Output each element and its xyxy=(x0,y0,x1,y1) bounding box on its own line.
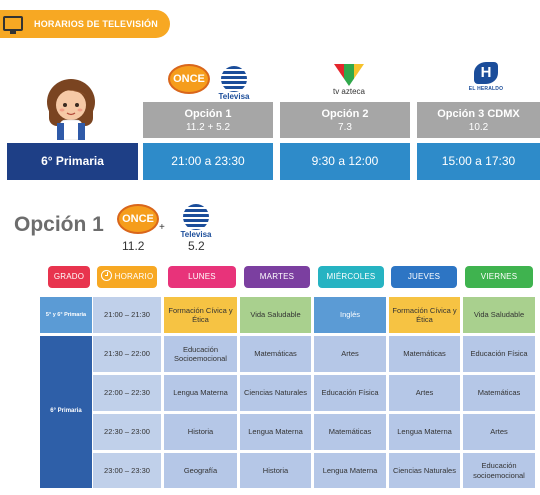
subject-cell: Lengua Materna xyxy=(314,453,386,488)
el-heraldo-wordmark: EL HERALDO xyxy=(468,86,504,92)
televisa-logo: Televisa xyxy=(214,66,254,101)
subject-cell: Lengua Materna xyxy=(389,414,460,450)
option-channels: 10.2 xyxy=(468,122,489,133)
header-horario-label: HORARIO xyxy=(114,272,154,281)
grade-cell-6: 6° Primaria xyxy=(40,336,92,488)
time-cell: 23:00 – 23:30 xyxy=(93,453,161,488)
header-viernes: VIERNES xyxy=(465,266,533,288)
option-3-time: 15:00 a 17:30 xyxy=(417,143,540,180)
subject-cell: Artes xyxy=(389,375,460,411)
el-heraldo-logo: H EL HERALDO xyxy=(466,62,506,92)
option-title: Opción 3 CDMX xyxy=(437,108,520,120)
once-logo: ONCE xyxy=(168,64,210,94)
subject-cell: Ciencias Naturales xyxy=(389,453,460,488)
subject-cell: Formación Cívica y Ética xyxy=(389,297,460,333)
subject-cell: Educación Socioemocional xyxy=(164,336,237,372)
grade-cell-5-6: 5° y 6° Primaria xyxy=(40,297,92,333)
header-lunes: LUNES xyxy=(168,266,236,288)
subject-cell: Matemáticas xyxy=(240,336,311,372)
subject-cell: Matemáticas xyxy=(314,414,386,450)
subject-cell: Educación socioemocional xyxy=(463,453,535,488)
section-header-pill xyxy=(0,10,170,38)
subject-cell: Inglés xyxy=(314,297,386,333)
header-horario: HORARIO xyxy=(97,266,157,288)
section-title: Opción 1 xyxy=(14,213,104,236)
tv-azteca-mark-icon xyxy=(334,64,364,86)
subject-cell: Matemáticas xyxy=(463,375,535,411)
header-martes: MARTES xyxy=(244,266,310,288)
option-1-time: 21:00 a 23:30 xyxy=(143,143,273,180)
subject-cell: Geografía xyxy=(164,453,237,488)
subject-cell: Artes xyxy=(314,336,386,372)
once-channel: 11.2 xyxy=(122,239,145,253)
time-cell: 22:30 – 23:00 xyxy=(93,414,161,450)
header-grado: GRADO xyxy=(48,266,90,288)
subject-cell: Vida Saludable xyxy=(463,297,535,333)
page-title: HORARIOS DE TELEVISIÓN xyxy=(34,19,158,29)
header-jueves: JUEVES xyxy=(391,266,457,288)
option-title: Opción 1 xyxy=(184,108,232,120)
time-cell: 21:30 – 22:00 xyxy=(93,336,161,372)
televisa-logo-small: Televisa xyxy=(176,204,216,239)
subject-cell: Lengua Materna xyxy=(240,414,311,450)
student-girl-illustration xyxy=(47,79,95,140)
subject-cell: Historia xyxy=(164,414,237,450)
subject-cell: Educación Física xyxy=(314,375,386,411)
televisa-channel: 5.2 xyxy=(188,239,205,253)
subject-cell: Formación Cívica y Ética xyxy=(164,297,237,333)
option-title: Opción 2 xyxy=(321,108,369,120)
time-cell: 22:00 – 22:30 xyxy=(93,375,161,411)
subject-cell: Matemáticas xyxy=(389,336,460,372)
option-channels: 7.3 xyxy=(338,122,352,133)
subject-cell: Vida Saludable xyxy=(240,297,311,333)
once-logo-small: ONCE xyxy=(117,204,159,234)
tv-icon xyxy=(3,16,23,34)
televisa-mark-icon xyxy=(183,204,209,230)
el-heraldo-mark-icon: H xyxy=(474,62,498,84)
subject-cell: Ciencias Naturales xyxy=(240,375,311,411)
tv-azteca-logo: tv azteca xyxy=(326,64,372,96)
tv-azteca-wordmark: tv azteca xyxy=(332,87,365,96)
option-2-header: Opción 2 7.3 xyxy=(280,102,410,138)
subject-cell: Historia xyxy=(240,453,311,488)
subject-cell: Lengua Materna xyxy=(164,375,237,411)
televisa-wordmark: Televisa xyxy=(180,230,212,239)
plus-sign: + xyxy=(159,222,165,233)
option-1-header: Opción 1 11.2 + 5.2 xyxy=(143,102,273,138)
clock-icon xyxy=(100,270,112,281)
time-cell: 21:00 – 21:30 xyxy=(93,297,161,333)
subject-cell: Educación Física xyxy=(463,336,535,372)
option-3-header: Opción 3 CDMX 10.2 xyxy=(417,102,540,138)
option-channels: 11.2 + 5.2 xyxy=(185,122,231,133)
televisa-mark-icon xyxy=(221,66,247,92)
grade-label: 6° Primaria xyxy=(7,143,138,180)
header-miercoles: MIÉRCOLES xyxy=(318,266,384,288)
televisa-wordmark: Televisa xyxy=(218,92,250,101)
option-2-time: 9:30 a 12:00 xyxy=(280,143,410,180)
subject-cell: Artes xyxy=(463,414,535,450)
